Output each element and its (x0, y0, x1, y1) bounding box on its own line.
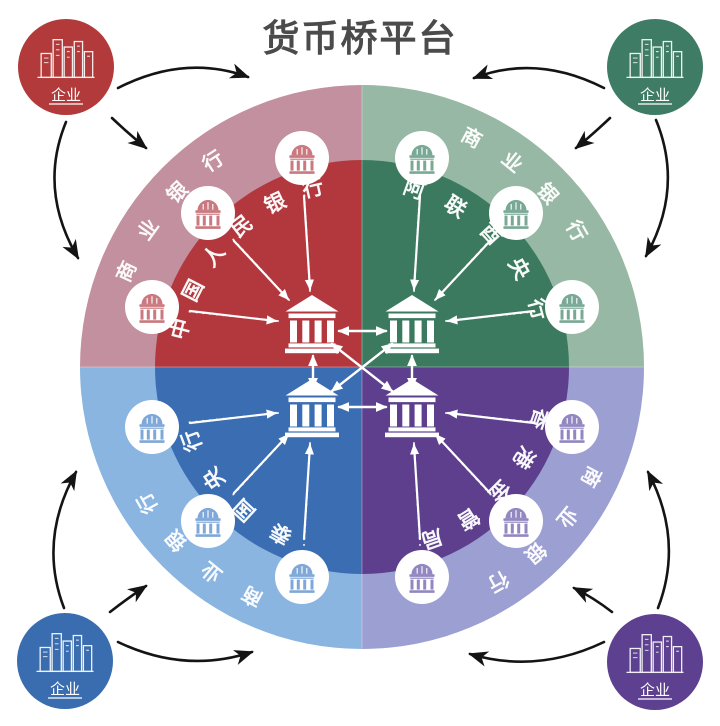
enterprise-label: 企业 (51, 86, 81, 104)
commercial-bank-node (124, 399, 180, 455)
commercial-bank-node (544, 279, 600, 335)
enterprise-node-bottom-left: 企业 (17, 613, 113, 709)
inward-arrows (188, 194, 536, 541)
commercial-bank-node (274, 549, 330, 605)
commercial-bank-node (124, 279, 180, 335)
enterprise-node-bottom-right: 企业 (607, 614, 703, 710)
enterprise-label: 企业 (640, 681, 670, 699)
enterprise-label: 企业 (50, 680, 80, 698)
quadrant-core-bottom-left (155, 367, 362, 574)
page-title: 货币桥平台 (262, 17, 458, 60)
commercial-bank-node (274, 130, 330, 186)
commercial-bank-node (180, 185, 236, 241)
enterprise-label: 企业 (640, 86, 670, 104)
interbank-arrows (308, 326, 417, 412)
enterprise-node-top-left: 企业 (18, 19, 114, 115)
commercial-bank-node (488, 493, 544, 549)
commercial-bank-node (544, 399, 600, 455)
quadrant-core-bottom-right (362, 367, 569, 574)
enterprise-node-top-right: 企业 (607, 19, 703, 115)
enterprise-flow-arrows (52, 63, 671, 667)
commercial-bank-node (180, 493, 236, 549)
commercial-bank-node (394, 549, 450, 605)
commercial-bank-node (394, 130, 450, 186)
commercial-bank-node (488, 185, 544, 241)
